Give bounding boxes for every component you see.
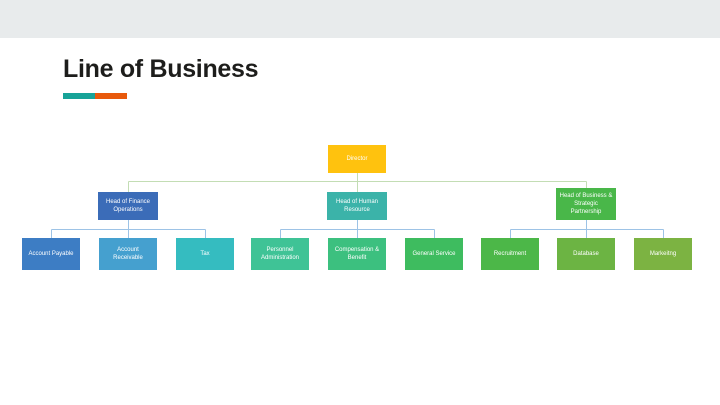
org-node-label: Head of Human Resource [335,198,379,213]
org-chart-connectors [51,173,664,238]
org-node-recruitment[interactable]: Recruitment [481,238,539,270]
org-node-director[interactable]: Director [328,145,386,173]
org-node-label: Recruitment [493,250,527,257]
org-node-label: Director [346,155,368,162]
org-node-compensation-benefit[interactable]: Compensation & Benefit [328,238,386,270]
org-node-label: Account Receivable [113,246,143,261]
org-node-label: Head of Finance Operations [105,198,151,213]
title-accent-bar [63,92,127,99]
org-node-label: Account Payable [28,250,74,257]
page-title: Line of Business [63,55,259,83]
org-node-label: Database [573,250,599,257]
org-node-personnel-administration[interactable]: Personnel Administration [251,238,309,270]
org-node-head-business[interactable]: Head of Business & Strategic Partnership [556,188,616,220]
org-node-tax[interactable]: Tax [176,238,234,270]
top-header-strip [0,0,720,38]
org-node-label: Tax [200,250,210,257]
org-node-head-finance[interactable]: Head of Finance Operations [98,192,158,220]
org-node-label: Compensation & Benefit [334,246,380,261]
org-node-label: General Service [412,250,456,257]
org-node-database[interactable]: Database [557,238,615,270]
org-node-account-receivable[interactable]: Account Receivable [99,238,157,270]
org-node-marketing[interactable]: Markeitng [634,238,692,270]
org-node-general-service[interactable]: General Service [405,238,463,270]
title-block: Line of Business [63,55,259,99]
accent-bar-teal-segment [63,92,95,99]
org-node-label: Personnel Administration [260,246,299,261]
org-node-label: Head of Business & Strategic Partnership [559,192,613,216]
org-node-account-payable[interactable]: Account Payable [22,238,80,270]
org-node-label: Markeitng [649,250,677,257]
accent-bar-orange-segment [95,92,127,99]
org-node-head-hr[interactable]: Head of Human Resource [327,192,387,220]
